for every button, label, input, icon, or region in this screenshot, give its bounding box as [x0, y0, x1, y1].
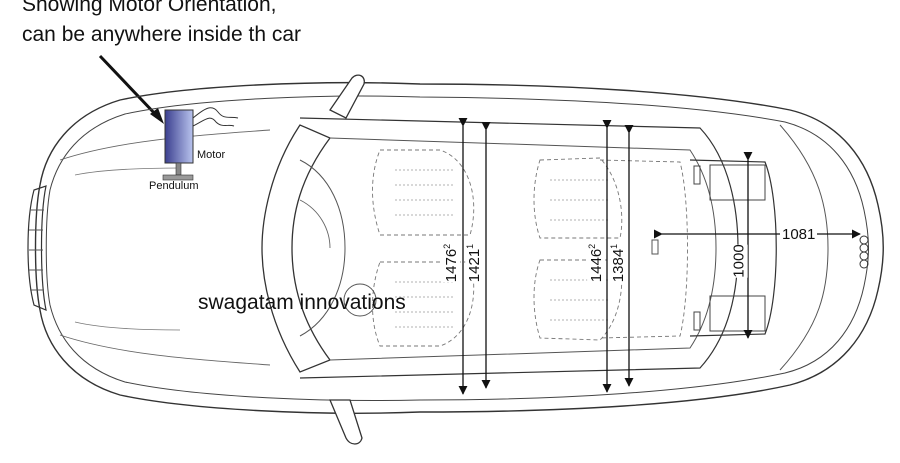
- dim-1421: 14211: [465, 243, 484, 283]
- dim-1081: 1081: [780, 225, 818, 243]
- motor-label: Motor: [197, 149, 226, 161]
- dim-1384: 13841: [609, 243, 628, 283]
- watermark-text: swagatam innovations: [198, 291, 406, 314]
- dim-1000: 1000: [729, 244, 748, 278]
- arrow-icon: [150, 108, 164, 124]
- caption-line-2: can be anywhere inside th car: [22, 23, 301, 46]
- car-body: [34, 81, 884, 414]
- dim-1476: 14762: [442, 243, 461, 283]
- pointer-arrow: [98, 54, 160, 119]
- caption-line-1: Showing Motor Orientation,: [22, 0, 277, 16]
- motor-icon: [162, 107, 239, 181]
- dim-1446: 14462: [587, 243, 606, 283]
- pendulum-label: Pendulum: [149, 180, 199, 192]
